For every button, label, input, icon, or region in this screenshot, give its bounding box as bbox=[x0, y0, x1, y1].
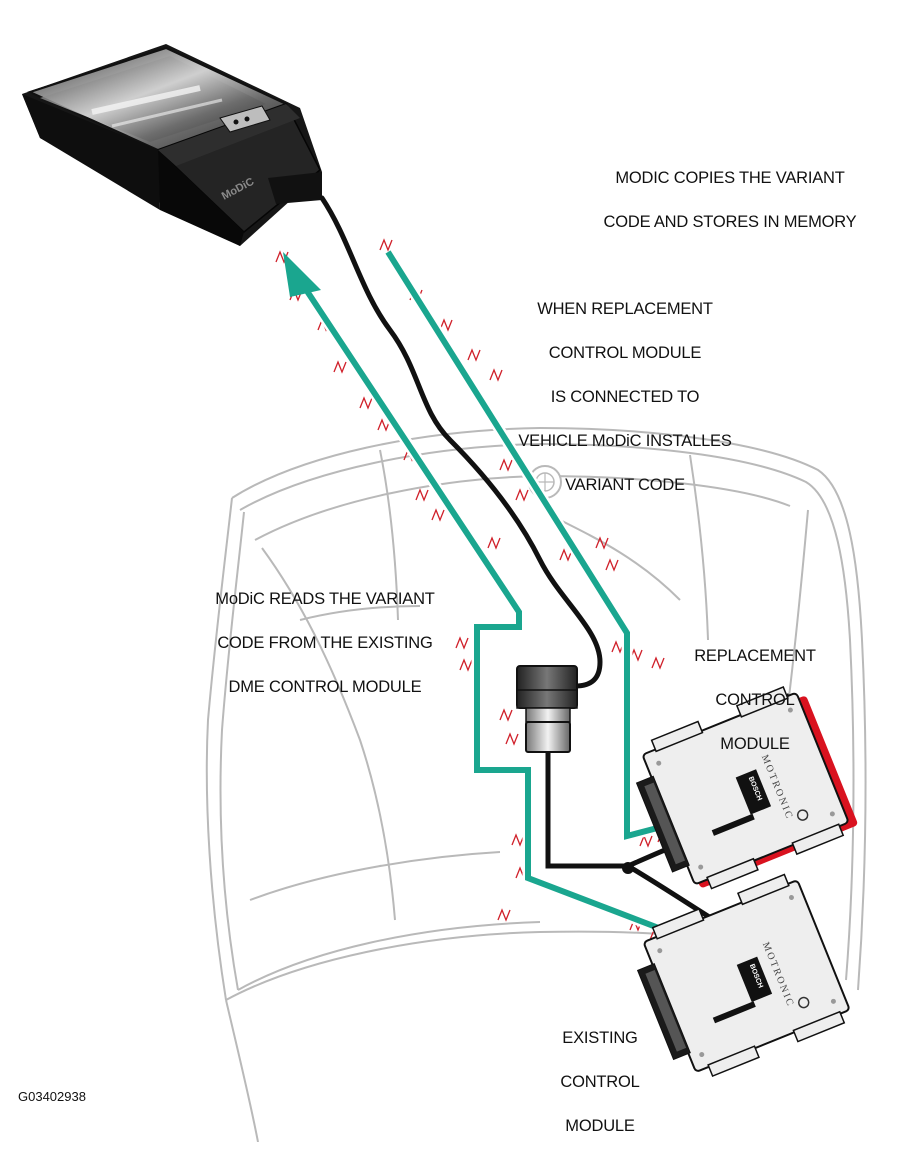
signal-mark bbox=[377, 418, 391, 432]
cable-junction bbox=[622, 862, 634, 874]
signal-mark bbox=[511, 833, 525, 847]
label-line: CONTROL bbox=[560, 1073, 640, 1091]
signal-mark bbox=[651, 656, 665, 670]
signal-mark bbox=[605, 558, 619, 572]
label-line: MODIC COPIES THE VARIANT bbox=[615, 169, 845, 187]
signal-mark bbox=[489, 368, 503, 382]
label-line: REPLACEMENT bbox=[694, 647, 816, 665]
label-line: CODE AND STORES IN MEMORY bbox=[603, 213, 857, 231]
signal-mark bbox=[639, 834, 653, 848]
signal-mark bbox=[499, 708, 513, 722]
signal-mark bbox=[459, 658, 473, 672]
existing-control-module: BOSCH MOTRONIC bbox=[636, 873, 850, 1078]
label-line: CONTROL MODULE bbox=[548, 344, 702, 362]
label-when-replacement: WHEN REPLACEMENT CONTROL MODULE IS CONNE… bbox=[490, 276, 760, 518]
signal-mark bbox=[487, 536, 501, 550]
label-replacement-control-module: REPLACEMENT CONTROL MODULE bbox=[670, 623, 840, 777]
label-line: CODE FROM THE EXISTING bbox=[217, 634, 433, 652]
label-line: CONTROL bbox=[715, 691, 795, 709]
label-line: IS CONNECTED TO bbox=[550, 388, 700, 406]
label-modic-reads: MoDiC READS THE VARIANT CODE FROM THE EX… bbox=[170, 566, 480, 720]
signal-mark bbox=[439, 318, 453, 332]
signal-mark bbox=[415, 488, 429, 502]
label-line: VARIANT CODE bbox=[565, 476, 685, 494]
signal-mark bbox=[467, 348, 481, 362]
signal-mark bbox=[359, 396, 373, 410]
label-line: MoDiC READS THE VARIANT bbox=[215, 590, 435, 608]
label-line: EXISTING bbox=[562, 1029, 638, 1047]
label-line: MODULE bbox=[720, 735, 790, 753]
figure-id: G03402938 bbox=[18, 1089, 86, 1104]
signal-mark bbox=[379, 238, 393, 252]
obd-connector bbox=[516, 665, 578, 753]
label-line: DME CONTROL MODULE bbox=[228, 678, 422, 696]
signal-mark bbox=[497, 908, 511, 922]
label-line: WHEN REPLACEMENT bbox=[537, 300, 713, 318]
label-existing-control-module: EXISTING CONTROL MODULE bbox=[540, 1005, 660, 1159]
signal-mark bbox=[455, 636, 469, 650]
signal-mark bbox=[431, 508, 445, 522]
read-arrow bbox=[283, 252, 705, 951]
label-line: VEHICLE MoDiC INSTALLES bbox=[518, 432, 732, 450]
label-line: MODULE bbox=[565, 1117, 635, 1135]
signal-mark bbox=[333, 360, 347, 374]
replacement-control-module: BOSCH MOTRONIC bbox=[635, 686, 858, 890]
signal-mark bbox=[515, 488, 529, 502]
signal-mark bbox=[499, 458, 513, 472]
modic-device: MoDiC bbox=[22, 44, 322, 246]
label-modic-copies: MODIC COPIES THE VARIANT CODE AND STORES… bbox=[560, 145, 900, 255]
signal-mark bbox=[559, 548, 573, 562]
signal-mark bbox=[505, 732, 519, 746]
signal-mark bbox=[595, 536, 609, 550]
